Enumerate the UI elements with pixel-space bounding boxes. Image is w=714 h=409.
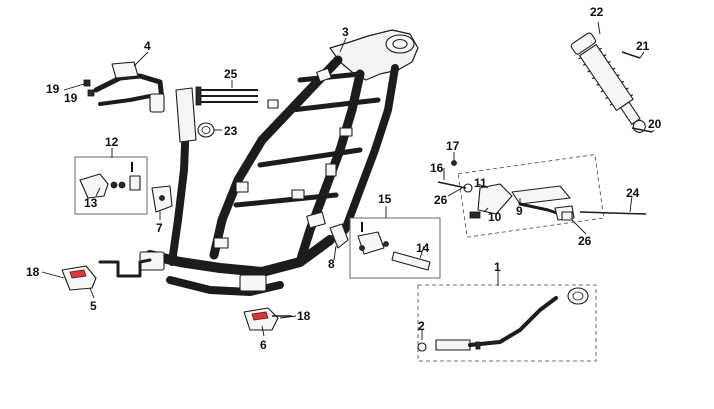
callout-16: 16 <box>430 161 444 175</box>
callout-13: 13 <box>84 196 98 210</box>
callout-6: 6 <box>260 338 267 352</box>
callout-12: 12 <box>105 135 119 149</box>
callout-17: 17 <box>446 139 460 153</box>
callout-21: 21 <box>636 39 650 53</box>
callout-14: 14 <box>416 241 430 255</box>
callout-1: 1 <box>494 260 501 274</box>
callout-25: 25 <box>224 67 238 81</box>
callout-11: 11 <box>474 176 487 190</box>
long-bolts-part <box>195 86 258 106</box>
bracket-kit-box-12 <box>74 156 148 215</box>
callout-2: 2 <box>418 319 425 333</box>
callout-5: 5 <box>90 299 97 313</box>
callout-8: 8 <box>328 257 335 271</box>
callout-22: 22 <box>590 5 604 19</box>
callout-4: 4 <box>144 39 151 53</box>
callout-labels: 1 2 3 4 5 6 7 8 9 10 11 12 13 14 15 16 1… <box>26 5 662 352</box>
callout-7: 7 <box>156 221 163 235</box>
mount-plate-part-6 <box>243 307 292 331</box>
stand-assembly <box>437 154 647 238</box>
shock-absorber-part-22 <box>570 32 653 133</box>
callout-3: 3 <box>342 25 349 39</box>
mount-plate-part-5 <box>61 258 152 291</box>
front-bracket-part <box>83 61 165 113</box>
callout-24: 24 <box>626 186 640 200</box>
callout-19a: 19 <box>46 82 60 96</box>
main-frame <box>139 29 419 296</box>
leader-lines <box>41 21 655 340</box>
side-bracket-part-8 <box>329 223 349 249</box>
callout-26b: 26 <box>578 234 592 248</box>
callout-10: 10 <box>488 210 502 224</box>
callout-23: 23 <box>224 124 238 138</box>
pipe-assembly-box-1 <box>417 284 597 362</box>
linkage-kit-box-15 <box>349 217 441 279</box>
callout-18b: 18 <box>297 309 311 323</box>
callout-20: 20 <box>648 117 662 131</box>
small-bracket-part-7 <box>151 185 173 213</box>
callout-26a: 26 <box>434 193 448 207</box>
callout-18a: 18 <box>26 265 40 279</box>
callout-15: 15 <box>378 192 392 206</box>
callout-9: 9 <box>516 204 523 218</box>
ring-part <box>197 122 215 138</box>
callout-19b: 19 <box>64 91 78 105</box>
